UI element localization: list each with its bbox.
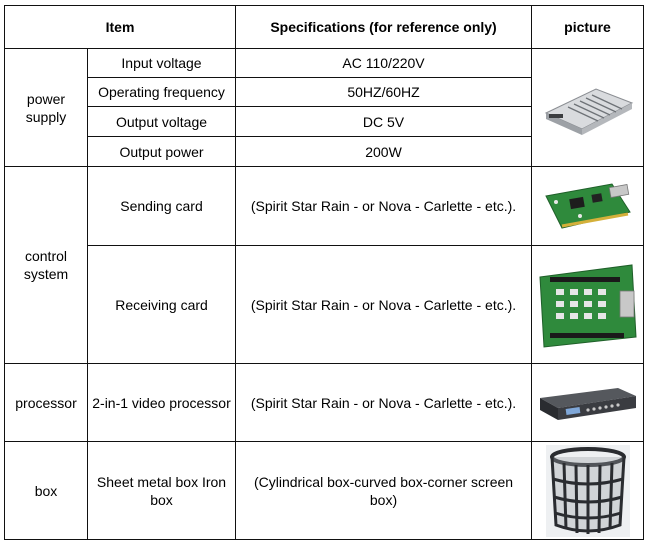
table-row: control system Sending card (Spirit Star… — [4, 166, 645, 364]
spec-value: 50HZ/60HZ — [235, 77, 533, 107]
spec-name: Sheet metal box Iron box — [86, 441, 237, 540]
spec-name: Output voltage — [86, 106, 237, 137]
video-processor-image — [539, 387, 636, 420]
sending-card-picture-cell — [531, 166, 645, 246]
spec-value: (Cylindrical box-curved box-corner scree… — [235, 441, 533, 540]
power-supply-picture-cell — [531, 48, 645, 167]
spec-value: (Spirit Star Rain - or Nova - Carlette -… — [235, 166, 533, 246]
spec-name: Operating frequency — [86, 77, 237, 107]
header-specs: Specifications (for reference only) — [235, 5, 533, 49]
table-row: Receiving card (Spirit Star Rain - or No… — [5, 245, 645, 364]
header-item: Item — [3, 5, 237, 49]
spec-value: DC 5V — [235, 106, 533, 137]
table-row: Output power 200W — [5, 136, 644, 167]
processor-label: processor — [4, 363, 88, 442]
spec-name: Sending card — [86, 166, 237, 246]
box-picture-cell — [531, 441, 645, 540]
table-row: processor 2-in-1 video processor (Spirit… — [4, 363, 645, 442]
box-label: box — [4, 441, 88, 540]
table-row: power supply Input voltage AC 110/220V — [4, 48, 645, 167]
receiving-card-image — [538, 263, 637, 348]
spec-value: (Spirit Star Rain - or Nova - Carlette -… — [235, 245, 533, 364]
spec-value: 200W — [235, 136, 533, 167]
spec-name: Output power — [86, 136, 237, 167]
table-row: Operating frequency 50HZ/60HZ — [5, 77, 644, 107]
power-supply-unit-image — [544, 87, 633, 135]
header-row: Item Specifications (for reference only)… — [3, 5, 645, 49]
cylindrical-cabinet-image — [545, 444, 630, 537]
control-system-label: control system — [4, 166, 88, 364]
header-picture: picture — [531, 5, 645, 49]
spec-value: AC 110/220V — [235, 48, 533, 78]
processor-picture-cell — [531, 363, 645, 442]
spec-name: Receiving card — [86, 245, 237, 364]
receiving-card-picture-cell — [531, 245, 645, 364]
spec-name: 2-in-1 video processor — [86, 363, 237, 442]
sending-card-image — [544, 183, 631, 229]
spec-name: Input voltage — [86, 48, 237, 78]
table-row: box Sheet metal box Iron box (Cylindrica… — [4, 441, 645, 540]
spec-value: (Spirit Star Rain - or Nova - Carlette -… — [235, 363, 533, 442]
specification-table: Item Specifications (for reference only)… — [3, 5, 645, 540]
power-supply-label: power supply — [4, 48, 88, 167]
